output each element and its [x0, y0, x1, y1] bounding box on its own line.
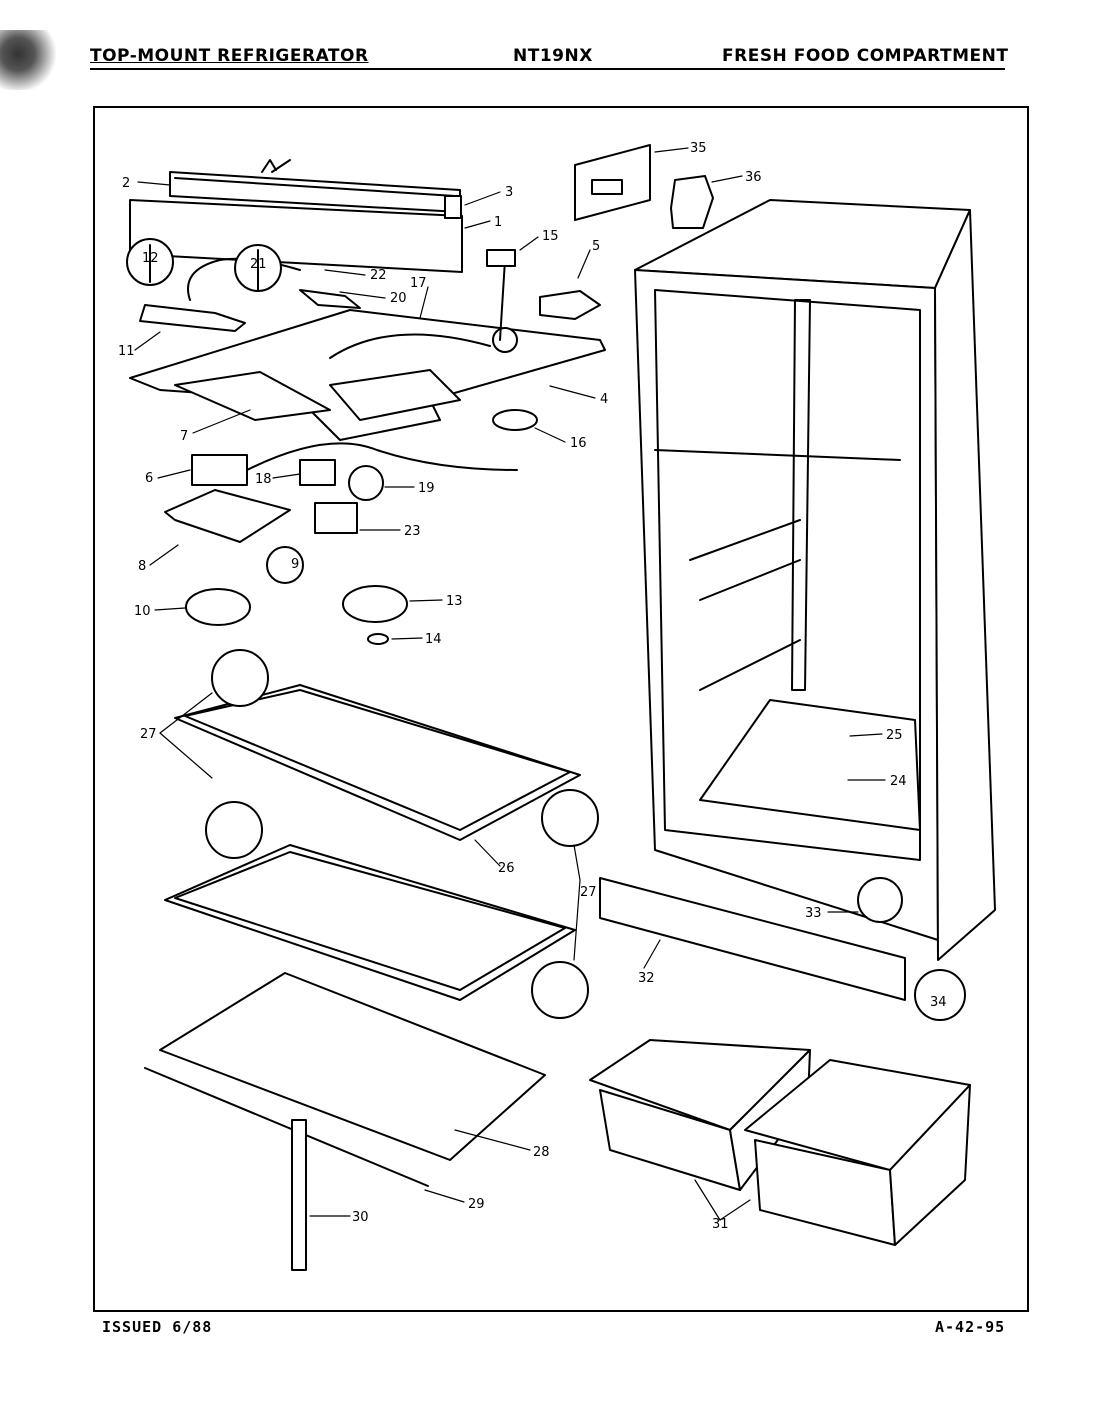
callout-13: 13 [446, 594, 463, 609]
callout-29: 29 [468, 1197, 485, 1212]
callout-4: 4 [600, 392, 608, 407]
callout-32: 32 [638, 971, 655, 986]
shelf-end-cap-detail-1 [211, 649, 269, 707]
detail-circle-12 [126, 238, 174, 286]
thermostat-bracket [164, 489, 291, 543]
callout-27-left: 27 [140, 727, 157, 742]
callout-36: 36 [745, 170, 762, 185]
refrigerator-cabinet-liner [634, 199, 996, 961]
control-knob-13 [342, 585, 408, 623]
thermostat [191, 442, 518, 486]
shelf-end-cap-detail-2 [205, 801, 263, 859]
section-title: FRESH FOOD COMPARTMENT [722, 46, 1009, 66]
callout-18: 18 [255, 472, 272, 487]
callout-17: 17 [410, 276, 427, 291]
callout-6: 6 [145, 471, 153, 486]
damper-bracket [539, 290, 601, 320]
callout-35: 35 [690, 141, 707, 156]
callout-5: 5 [592, 239, 600, 254]
shelf-end-cap-detail-3 [541, 789, 599, 847]
callout-2: 2 [122, 176, 130, 191]
knob-16 [492, 409, 538, 431]
kick-plate [599, 877, 906, 1001]
callout-19: 19 [418, 481, 435, 496]
callout-labels: 2 3 1 15 5 4 16 17 22 20 11 7 6 18 19 23… [118, 141, 947, 1232]
callout-10: 10 [134, 604, 151, 619]
callout-3: 3 [505, 185, 513, 200]
callout-21: 21 [250, 257, 267, 272]
callout-11: 11 [118, 344, 135, 359]
knob-insert [367, 633, 389, 645]
leader-lines [134, 147, 886, 1221]
callout-8: 8 [138, 559, 146, 574]
callout-20: 20 [390, 291, 407, 306]
hinge-36 [670, 175, 714, 229]
callout-1: 1 [494, 215, 502, 230]
middle-wire-shelf [164, 844, 576, 1001]
product-type-title: TOP-MOUNT REFRIGERATOR [90, 46, 369, 66]
callout-12: 12 [142, 251, 159, 266]
callout-7: 7 [180, 429, 188, 444]
control-panel-housing [129, 259, 606, 441]
model-number: NT19NX [513, 46, 593, 66]
diagram-frame [93, 106, 1029, 1312]
control-knob-10 [185, 588, 251, 626]
light-socket [299, 459, 336, 486]
callout-9: 9 [291, 557, 299, 572]
crisper-cover-shelf [144, 972, 546, 1187]
control-housing-assembly [129, 159, 463, 273]
callout-16: 16 [570, 436, 587, 451]
callout-25: 25 [886, 728, 903, 743]
scan-smudge [0, 30, 60, 90]
crisper-drawer-right [744, 1059, 971, 1246]
callout-22: 22 [370, 268, 387, 283]
callout-28: 28 [533, 1145, 550, 1160]
damper-control-knob [486, 249, 516, 267]
issue-date: ISSUED 6/88 [102, 1318, 213, 1336]
detail-circle-33 [857, 877, 903, 923]
callout-26: 26 [498, 861, 515, 876]
page-code: A-42-95 [935, 1318, 1006, 1336]
callout-30: 30 [352, 1210, 369, 1225]
callout-31: 31 [712, 1217, 729, 1232]
light-bulb [348, 465, 384, 501]
light-switch [314, 502, 358, 534]
detail-circle-34 [914, 969, 966, 1021]
callout-14: 14 [425, 632, 442, 647]
detail-circle-21 [234, 244, 282, 292]
detail-circle-9 [266, 546, 304, 584]
callout-24: 24 [890, 774, 907, 789]
callout-33: 33 [805, 906, 822, 921]
callout-34: 34 [930, 995, 947, 1010]
shelf-support-30 [291, 1119, 307, 1271]
callout-23: 23 [404, 524, 421, 539]
callout-27-right: 27 [580, 885, 597, 900]
shelf-end-cap-detail-4 [531, 961, 589, 1019]
header-rule [90, 68, 1005, 70]
callout-15: 15 [542, 229, 559, 244]
